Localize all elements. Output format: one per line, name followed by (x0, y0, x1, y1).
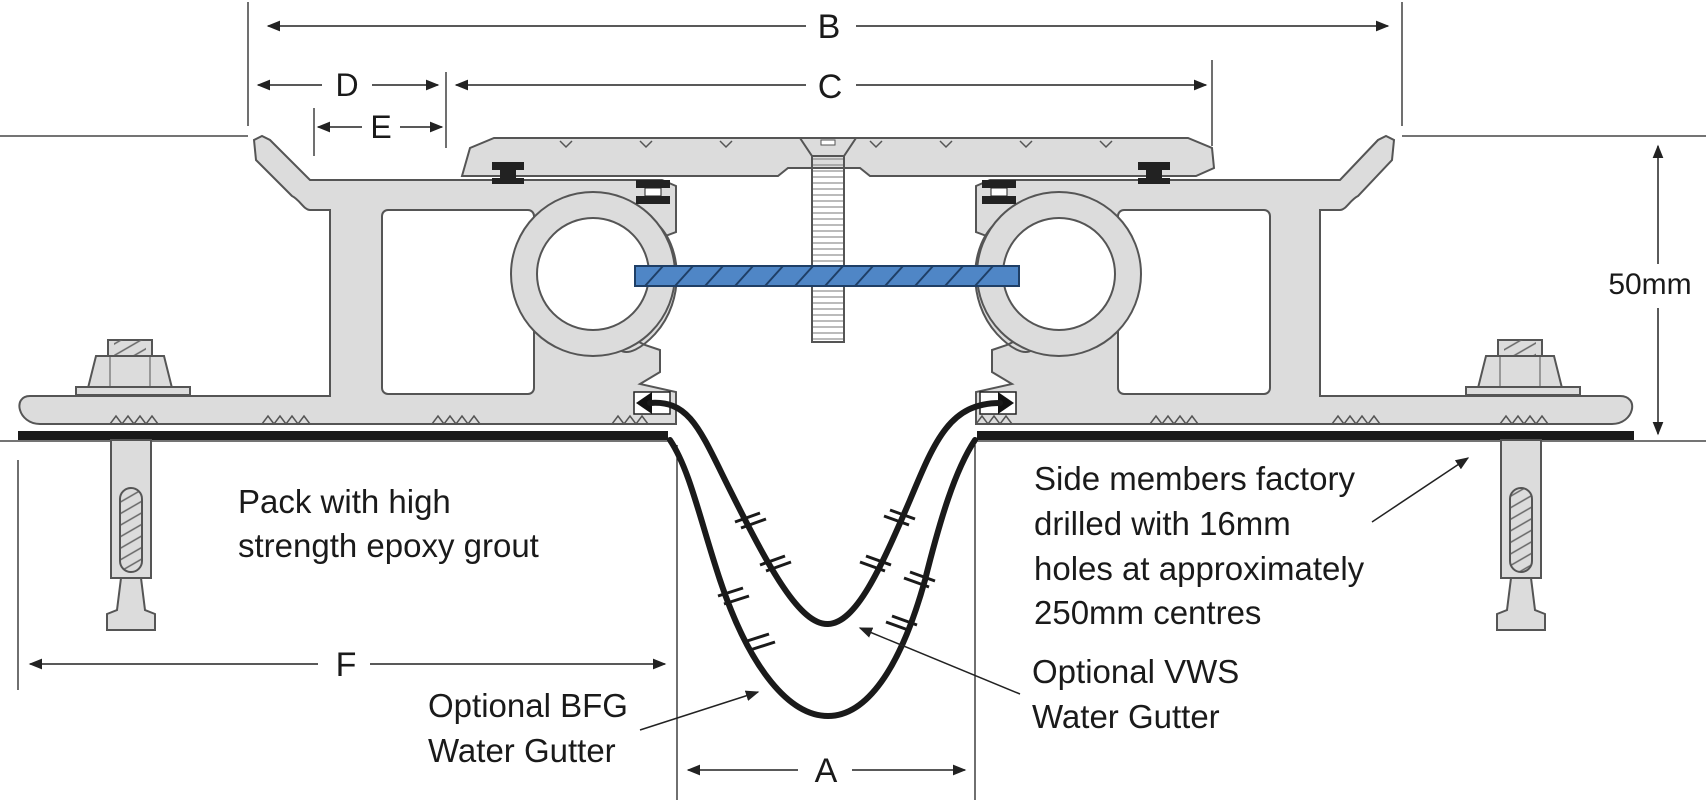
seal-bar (634, 265, 1020, 287)
dim-label-d: D (335, 67, 358, 103)
cover-plate-clips (492, 162, 1170, 204)
annotation-bfg: Optional BFG Water Gutter (428, 687, 628, 769)
dimension-arrows (28, 20, 1664, 776)
clip-right-inner (982, 180, 1016, 204)
vws-gutter (647, 399, 1003, 628)
leader-lines (639, 457, 1470, 731)
dim-label-c: C (818, 68, 843, 106)
dim-label-a: A (815, 752, 838, 790)
right-anchor-bolt (1465, 339, 1581, 631)
annotation-side-members: Side members factory drilled with 16mm h… (1034, 460, 1365, 631)
bfg-gutter (667, 437, 978, 720)
water-gutters (647, 399, 1003, 720)
dim-label-e: E (370, 109, 391, 145)
svg-text:Side members factory: Side members factory (1034, 460, 1355, 497)
centre-bolt (798, 137, 858, 343)
dim-label-height: 50mm (1608, 268, 1691, 301)
dim-label-f: F (336, 646, 357, 684)
svg-text:strength epoxy grout: strength epoxy grout (238, 527, 539, 564)
svg-text:Pack with high: Pack with high (238, 483, 451, 520)
bedding-strip (18, 431, 1634, 440)
dimension-labels: B D C E 50mm F A (335, 8, 1691, 790)
svg-text:Optional VWS: Optional VWS (1032, 653, 1239, 690)
annotation-grout: Pack with high strength epoxy grout (238, 483, 539, 564)
right-side-member (974, 134, 1634, 426)
left-anchor-bolt (75, 339, 191, 631)
clip-left-inner (636, 180, 670, 204)
left-side-member (18, 134, 678, 426)
extension-lines (247, 2, 1403, 156)
svg-text:Optional BFG: Optional BFG (428, 687, 628, 724)
clip-left-outer (492, 162, 524, 184)
gutter-ties (717, 508, 936, 652)
annotation-vws: Optional VWS Water Gutter (1032, 653, 1239, 735)
leader-vws (858, 627, 1021, 695)
svg-text:Water Gutter: Water Gutter (1032, 698, 1220, 735)
svg-text:drilled with 16mm: drilled with 16mm (1034, 505, 1291, 542)
clip-right-outer (1138, 162, 1170, 184)
leader-bfg (639, 690, 760, 731)
svg-text:Water Gutter: Water Gutter (428, 732, 616, 769)
dim-label-b: B (818, 8, 841, 46)
leader-side-members (1371, 457, 1470, 523)
substrate-gap-lines (17, 445, 976, 800)
gutter-anchor-left (633, 391, 671, 415)
svg-text:holes at approximately: holes at approximately (1034, 550, 1365, 587)
svg-text:250mm centres: 250mm centres (1034, 594, 1261, 631)
